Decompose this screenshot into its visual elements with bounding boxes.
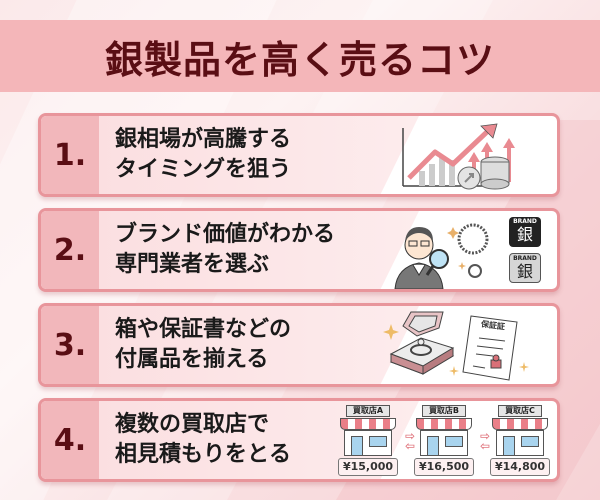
step-text: ブランド価値がわかる 専門業者を選ぶ <box>99 211 419 289</box>
brand-badge-dark: BRAND 銀 <box>509 217 541 247</box>
step-text-line: 付属品を揃える <box>115 347 269 372</box>
shop-c: 買取店C ¥14,800 <box>490 405 550 479</box>
storefront-icon <box>420 430 468 456</box>
rising-chart-coins-icon <box>377 116 557 194</box>
ring-box-certificate-icon: 保証証 <box>377 306 557 384</box>
tip-card-3: 3. 箱や保証書などの 付属品を揃える 保証証 <box>38 303 560 387</box>
tip-card-2: 2. ブランド価値がわかる 専門業者を選ぶ BRAND 銀 BRAND 銀 <box>38 208 560 292</box>
awning-icon <box>492 418 548 430</box>
step-text-line: 箱や保証書などの <box>115 317 292 342</box>
step-text: 箱や保証書などの 付属品を揃える <box>99 306 419 384</box>
storefront-icon <box>344 430 392 456</box>
appraiser-jewelry-icon: BRAND 銀 BRAND 銀 <box>377 211 557 289</box>
step-text: 銀相場が高騰する タイミングを狙う <box>99 116 419 194</box>
exchange-arrows-icon: ⇨⇦ <box>479 429 491 453</box>
step-text-line: タイミングを狙う <box>115 157 292 182</box>
step-text-line: ブランド価値がわかる <box>115 222 336 247</box>
shop-price: ¥15,000 <box>338 458 398 476</box>
shop-name: 買取店C <box>498 405 542 417</box>
shop-name: 買取店A <box>346 405 390 417</box>
step-number: 2. <box>41 211 99 289</box>
shop-comparison: 買取店A ¥15,000 ⇨⇦ 買取店B ¥16,500 ⇨⇦ 買取店C ¥14… <box>338 405 553 479</box>
title-banner: 銀製品を高く売るコツ <box>0 20 600 92</box>
awning-icon <box>340 418 396 430</box>
step-text-line: 専門業者を選ぶ <box>115 252 270 277</box>
step-number: 1. <box>41 116 99 194</box>
step-text-line: 銀相場が高騰する <box>115 127 292 152</box>
exchange-arrows-icon: ⇨⇦ <box>404 429 416 453</box>
shop-a: 買取店A ¥15,000 <box>338 405 398 479</box>
shop-price: ¥14,800 <box>490 458 550 476</box>
shop-price: ¥16,500 <box>414 458 474 476</box>
awning-icon <box>416 418 472 430</box>
step-text-line: 相見積もりをとる <box>115 442 292 467</box>
tip-card-4: 4. 複数の買取店で 相見積もりをとる 買取店A ¥15,000 ⇨⇦ 買取店B… <box>38 398 560 482</box>
shop-b: 買取店B ¥16,500 <box>414 405 474 479</box>
storefront-icon <box>496 430 544 456</box>
step-text-line: 複数の買取店で <box>115 412 270 437</box>
step-number: 4. <box>41 401 99 479</box>
page-title: 銀製品を高く売るコツ <box>104 37 495 82</box>
brand-badge-light: BRAND 銀 <box>509 253 541 283</box>
step-number: 3. <box>41 306 99 384</box>
tip-card-1: 1. 銀相場が高騰する タイミングを狙う <box>38 113 560 197</box>
shop-name: 買取店B <box>422 405 466 417</box>
